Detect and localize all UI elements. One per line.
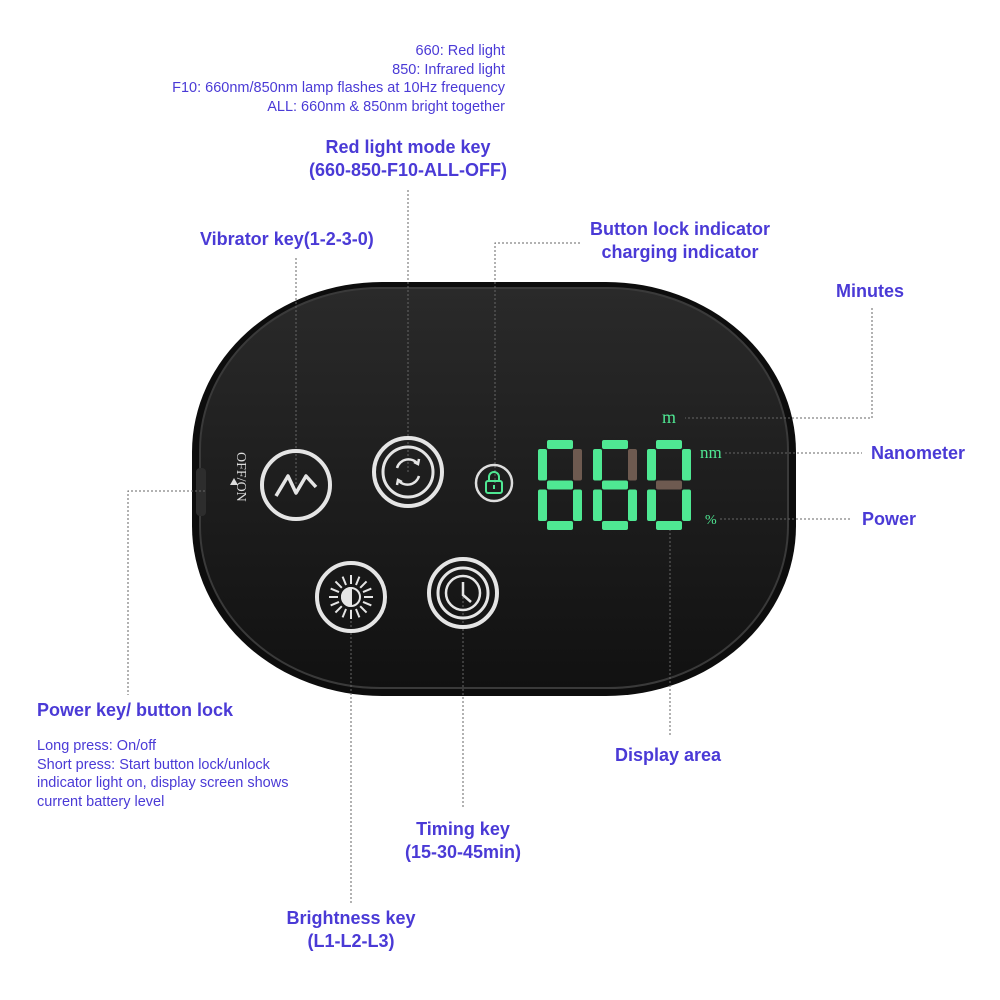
note-line: current battery level: [37, 793, 165, 810]
segment-c: [682, 489, 691, 521]
label-line: (660-850-F10-ALL-OFF): [308, 160, 508, 180]
segment-b: [573, 449, 582, 481]
segment-b: [628, 449, 637, 481]
brightness-sun-icon: [329, 575, 373, 619]
segment-g: [547, 480, 573, 490]
switch-label: OFF/ON: [233, 452, 248, 502]
unit-minutes: m: [662, 407, 676, 427]
segment-a: [602, 440, 628, 449]
note-850: 850: Infrared light: [392, 61, 505, 78]
segment-e: [593, 489, 602, 521]
seven-segment-display: [538, 440, 691, 530]
label-line: Timing key: [416, 819, 510, 839]
label-nanometer: Nanometer: [871, 443, 966, 463]
note-line: Short press: Start button lock/unlock: [37, 756, 270, 773]
timing-button[interactable]: [427, 557, 499, 629]
segment-c: [628, 489, 637, 521]
segment-g: [656, 480, 682, 490]
note-660: 660: Red light: [415, 43, 505, 59]
label-vibrator: Vibrator key(1-2-3-0): [200, 229, 374, 249]
cycle-arrows-icon: [395, 458, 421, 486]
switch-arrow-icon: [230, 478, 238, 485]
lock-icon: [485, 471, 503, 494]
note-f10: F10: 660nm/850nm lamp flashes at 10Hz fr…: [172, 80, 505, 96]
label-line: (15-30-45min): [404, 842, 522, 862]
display-area: m nm %: [538, 407, 722, 530]
segment-d: [602, 521, 628, 530]
segment-f: [647, 449, 656, 481]
segment-e: [538, 489, 547, 521]
segment-d: [656, 521, 682, 530]
label-display-area: Display area: [615, 745, 722, 765]
power-side-button[interactable]: [196, 468, 206, 516]
segment-a: [656, 440, 682, 449]
mode-notes: 660: Red light 850: Infrared light F10: …: [172, 42, 505, 116]
clock-icon: [444, 574, 482, 612]
note-all: ALL: 660nm & 850nm bright together: [267, 98, 505, 115]
label-power: Power: [862, 509, 917, 529]
label-line: charging indicator: [601, 242, 759, 262]
label-line: Red light mode key: [325, 137, 491, 157]
leader-lines: [127, 190, 873, 905]
vibration-wave-icon: [274, 474, 318, 497]
label-brightness: Brightness key (L1-L2-L3): [282, 907, 420, 953]
label-line: Brightness key: [286, 908, 416, 928]
segment-f: [538, 449, 547, 481]
vibrator-button[interactable]: [260, 449, 332, 521]
note-line: indicator light on, display screen shows: [37, 775, 289, 791]
label-timing: Timing key (15-30-45min): [400, 818, 526, 864]
label-line: (L1-L2-L3): [307, 931, 395, 951]
red-light-mode-button[interactable]: [372, 436, 444, 508]
brightness-button[interactable]: [315, 561, 387, 633]
unit-percent: %: [705, 513, 717, 528]
label-red-light-mode: Red light mode key (660-850-F10-ALL-OFF): [300, 136, 516, 182]
label-lock-indicator: Button lock indicator charging indicator: [575, 218, 785, 264]
segment-e: [647, 489, 656, 521]
segment-a: [547, 440, 573, 449]
label-line: Button lock indicator: [590, 219, 770, 239]
segment-d: [547, 521, 573, 530]
unit-nanometer: nm: [700, 443, 722, 462]
power-key-notes: Long press: On/off Short press: Start bu…: [37, 737, 288, 811]
lock-indicator: [474, 463, 514, 503]
segment-g: [602, 480, 628, 490]
note-line: Long press: On/off: [37, 738, 157, 754]
label-power-key: Power key/ button lock: [37, 700, 234, 720]
segment-c: [573, 489, 582, 521]
segment-f: [593, 449, 602, 481]
label-minutes: Minutes: [836, 281, 905, 301]
segment-b: [682, 449, 691, 481]
